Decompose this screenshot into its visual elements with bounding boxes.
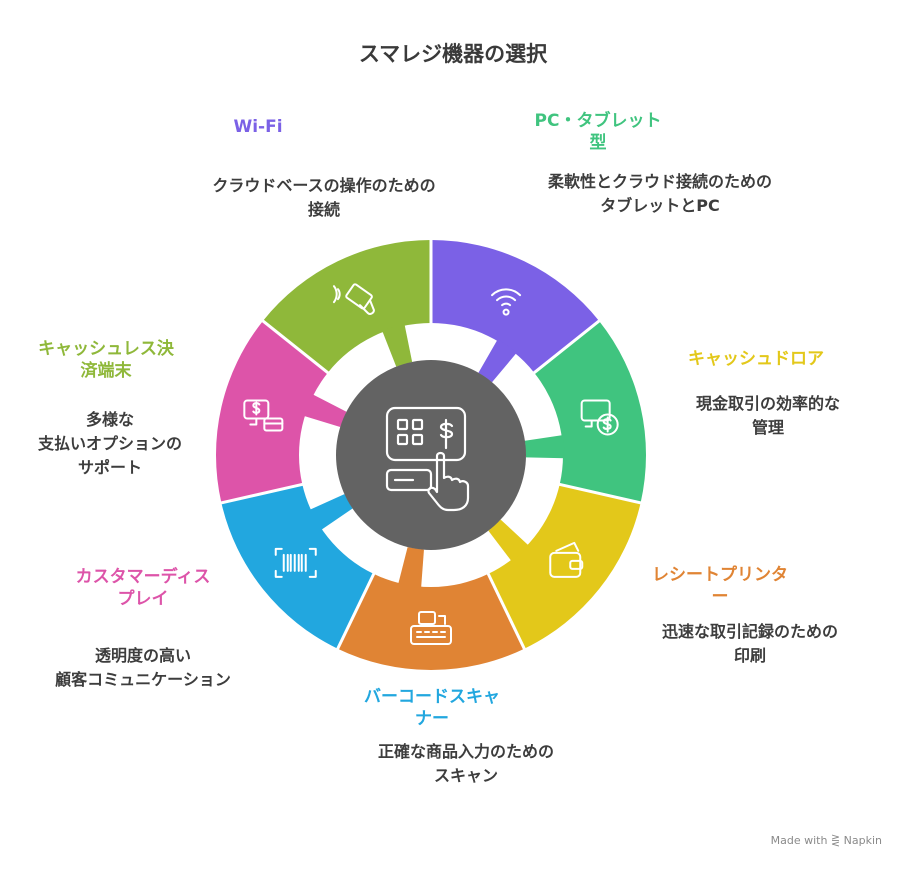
segment-cash-drawer — [488, 484, 641, 649]
desc-line: サポート — [77, 458, 142, 477]
center-hub — [336, 360, 526, 550]
segment-pc-tablet — [534, 320, 646, 503]
cash-register-icon — [410, 611, 452, 645]
display-card-icon — [243, 399, 284, 432]
label-line: ナー — [415, 709, 449, 729]
label-line: バーコードスキャ — [364, 687, 500, 707]
desc-line: スキャン — [433, 766, 498, 785]
desc-line: タブレットとPC — [600, 196, 720, 215]
barcode-icon — [274, 547, 317, 578]
desc-line: 管理 — [751, 418, 784, 437]
segment-divider — [486, 572, 527, 652]
contactless-card-icon — [332, 283, 375, 315]
label-line: キャッシュレス決 — [38, 339, 174, 359]
segment-divider — [260, 318, 330, 375]
label-line: 型 — [589, 133, 607, 153]
desc-cashless-terminal: 多様な支払いオプションのサポート — [0, 408, 255, 480]
segment-receipt-printer — [337, 573, 525, 670]
desc-customer-display: 透明度の高い顧客コミュニケーション — [0, 644, 288, 692]
desc-line: 正確な商品入力のための — [377, 742, 554, 761]
connector-wifi — [478, 338, 518, 383]
connector-cashless-terminal — [381, 323, 413, 367]
label-pc-tablet: PC・タブレット型 — [498, 110, 698, 154]
label-line: キャッシュドロア — [688, 349, 824, 369]
segment-wifi — [431, 240, 600, 373]
desc-barcode-scanner: 正確な商品入力のためのスキャン — [321, 740, 611, 788]
segment-divider — [558, 482, 643, 505]
desc-line: 迅速な取引記録のための — [661, 622, 838, 641]
segment-barcode-scanner — [221, 484, 374, 649]
connector-barcode-scanner — [308, 494, 353, 531]
desc-line: 接続 — [307, 200, 340, 219]
segment-customer-display — [216, 320, 328, 503]
desc-line: 多様な — [85, 410, 134, 429]
desc-receipt-printer: 迅速な取引記録のための印刷 — [605, 620, 895, 668]
desc-wifi: クラウドベースの操作のための接続 — [179, 174, 469, 222]
connector-pc-tablet — [524, 434, 565, 459]
label-line: Wi-Fi — [233, 117, 283, 137]
segment-cashless-terminal — [262, 240, 431, 373]
napkin-watermark: Made with ⋛ Napkin — [770, 834, 882, 847]
connector-cash-drawer — [488, 519, 530, 562]
desc-line: 印刷 — [733, 646, 766, 665]
desc-line: 現金取引の効率的な — [695, 394, 840, 413]
label-cashless-terminal: キャッシュレス決済端末 — [6, 338, 206, 382]
desc-line: 透明度の高い — [94, 646, 191, 665]
desc-line: 柔軟性とクラウド接続のための — [547, 172, 772, 191]
label-line: レシートプリンタ — [652, 565, 788, 585]
segment-divider — [532, 318, 602, 375]
label-cash-drawer: キャッシュドロア — [656, 348, 856, 370]
label-line: ー — [711, 587, 729, 607]
label-receipt-printer: レシートプリンター — [620, 564, 820, 608]
pos-terminal-touch-icon — [385, 406, 470, 512]
connector-customer-display — [302, 393, 347, 428]
desc-line: クラウドベースの操作のための — [212, 176, 436, 195]
label-wifi: Wi-Fi — [158, 116, 358, 138]
desc-cash-drawer: 現金取引の効率的な管理 — [623, 392, 906, 440]
wifi-icon — [491, 288, 522, 316]
connector-receipt-printer — [397, 547, 424, 589]
desc-line: 顧客コミュニケーション — [55, 670, 231, 689]
label-line: PC・タブレット — [534, 111, 662, 131]
desc-line: 支払いオプションの — [37, 434, 182, 453]
label-customer-display: カスタマーディスプレイ — [43, 566, 243, 610]
desc-pc-tablet: 柔軟性とクラウド接続のためのタブレットとPC — [515, 170, 805, 218]
segment-divider — [335, 572, 376, 652]
segment-divider — [219, 482, 304, 505]
label-line: プレイ — [117, 589, 169, 609]
wallet-icon — [549, 541, 584, 578]
label-line: カスタマーディス — [75, 567, 211, 587]
label-line: 済端末 — [80, 361, 132, 381]
diagram-title: スマレジ機器の選択 — [358, 42, 548, 66]
monitor-dollar-icon — [580, 399, 619, 436]
label-barcode-scanner: バーコードスキャナー — [332, 686, 532, 730]
